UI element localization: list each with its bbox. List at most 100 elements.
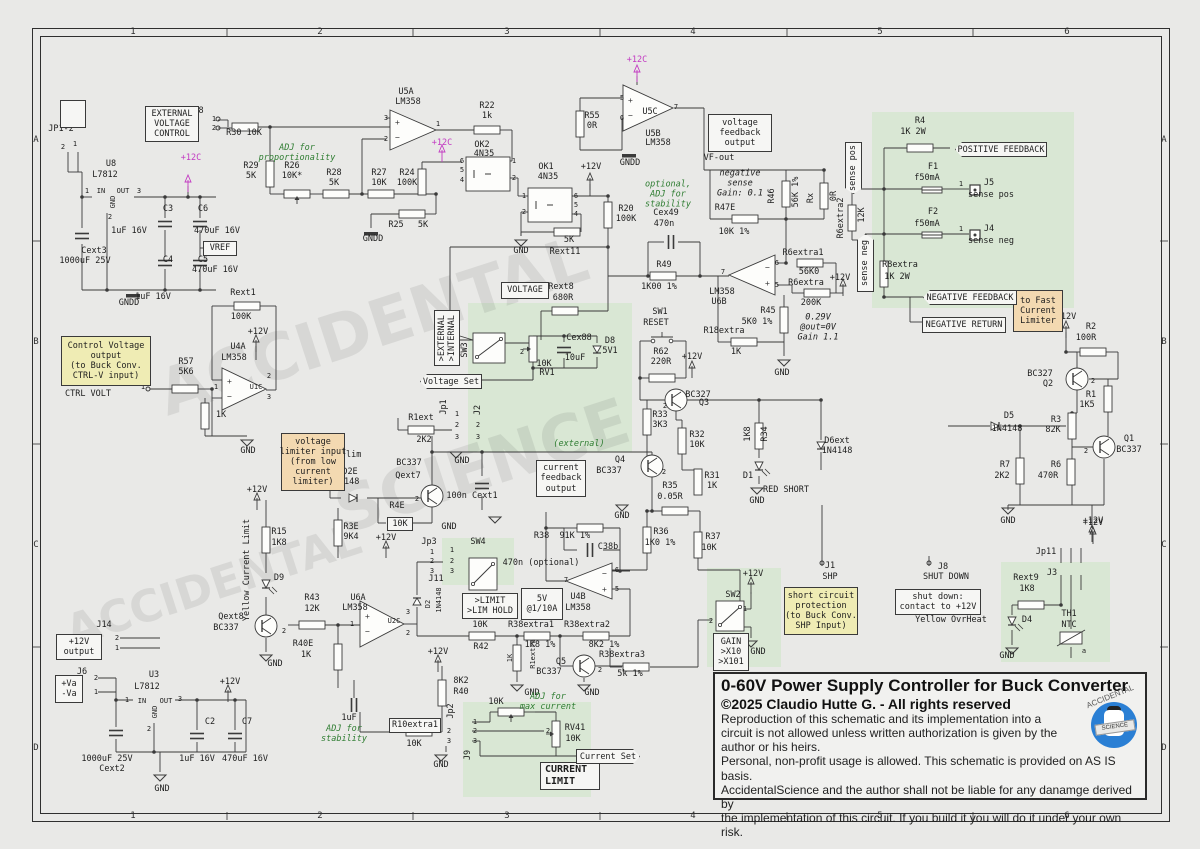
schematic-label: GND bbox=[999, 651, 1015, 662]
schematic-label: J5 bbox=[983, 178, 995, 189]
schematic-label: R25 bbox=[388, 220, 404, 231]
schematic-label: 1uF 16V bbox=[111, 226, 147, 237]
schematic-label: 1 bbox=[449, 545, 455, 554]
schematic-label: 10K bbox=[488, 697, 504, 708]
schematic-label: GND bbox=[150, 705, 159, 719]
J5-jb-symbol bbox=[969, 184, 981, 196]
schematic-label: R28 5K bbox=[326, 168, 342, 188]
R38-rh-symbol bbox=[576, 523, 604, 533]
schematic-label: 12K bbox=[304, 604, 320, 615]
accidental-science-logo: ACCIDENTAL SCIENCE bbox=[1085, 683, 1137, 748]
pw-symbol bbox=[688, 359, 696, 378]
U6A-oa-symbol: +− bbox=[359, 600, 405, 648]
schematic-label: D1 bbox=[742, 471, 754, 482]
schematic-label: RV41 bbox=[564, 723, 586, 734]
R20-rv-symbol bbox=[603, 201, 613, 229]
U4B-oal-symbol: −+ bbox=[564, 562, 613, 600]
svg-text:+: + bbox=[365, 612, 370, 621]
schematic-label: 2 bbox=[266, 371, 272, 380]
schematic-label: SW2 bbox=[725, 590, 741, 601]
flag-positive-feedback: POSITIVE FEEDBACK bbox=[955, 142, 1047, 157]
schematic-label: NTC bbox=[1061, 620, 1077, 631]
gnd-symbol bbox=[509, 684, 525, 692]
schematic-label: 1K8 bbox=[271, 538, 287, 549]
svg-text:−: − bbox=[227, 392, 232, 401]
schematic-label: 3 bbox=[446, 736, 452, 745]
schematic-label: LM358 bbox=[342, 603, 368, 614]
schematic-label: Rx bbox=[806, 192, 817, 204]
R47E-rh-symbol bbox=[731, 214, 759, 224]
svg-text:+: + bbox=[395, 118, 400, 127]
schematic-label: R6extra2 bbox=[836, 197, 847, 239]
pw-symbol bbox=[252, 333, 260, 352]
schematic-label: Rext1 bbox=[230, 288, 256, 299]
schematic-label: 5K bbox=[563, 235, 575, 246]
schematic-label: 5K0 1% bbox=[741, 317, 773, 328]
schematic-label: R4E bbox=[389, 501, 405, 512]
D1-led-symbol bbox=[754, 461, 771, 477]
pw-symbol bbox=[438, 143, 446, 162]
Q5-tr-symbol bbox=[572, 654, 596, 678]
schematic-label: Q4 bbox=[614, 455, 626, 466]
schematic-label: GNDD bbox=[362, 234, 384, 245]
schematic-label: R40E bbox=[292, 639, 314, 650]
schematic-label: Rext9 bbox=[1013, 573, 1039, 584]
svg-text:−: − bbox=[602, 569, 607, 578]
D5-dr-symbol bbox=[990, 421, 1001, 431]
Q1-tr-symbol bbox=[1092, 435, 1116, 459]
schematic-label: 200K bbox=[800, 298, 822, 309]
schematic-label: U4B bbox=[570, 592, 586, 603]
schematic-label: 4 bbox=[459, 175, 465, 184]
schematic-label: F1 bbox=[927, 162, 939, 173]
schematic-label: CTRL VOLT bbox=[64, 389, 112, 400]
schematic-label: 1 bbox=[211, 114, 217, 123]
R8extra-rv-symbol bbox=[879, 260, 889, 288]
Qext7-tr-symbol bbox=[420, 484, 444, 508]
schematic-label: 7 bbox=[720, 267, 726, 276]
schematic-label: 2 bbox=[545, 726, 551, 735]
schematic-label: Q5 bbox=[555, 657, 567, 668]
voltage-feedback-output: voltage feedback output bbox=[708, 114, 772, 152]
schematic-label: 1 bbox=[213, 382, 219, 391]
R42-rh-symbol bbox=[468, 631, 496, 641]
schematic-label: 470R bbox=[1037, 471, 1059, 482]
jp1-2-box bbox=[60, 100, 86, 128]
frame-coordinate: 6 bbox=[1064, 810, 1070, 821]
schematic-label: 100K bbox=[230, 312, 252, 323]
R3E-rv-symbol bbox=[333, 519, 343, 547]
schematic-label: 2 bbox=[1090, 376, 1096, 385]
pin-symbol bbox=[145, 386, 151, 392]
vref: VREF bbox=[203, 241, 237, 256]
C6-cap-symbol bbox=[193, 220, 207, 228]
schematic-label: D9 bbox=[273, 573, 285, 584]
schematic-label: U2C bbox=[387, 616, 401, 625]
schematic-label: C2 bbox=[204, 717, 216, 728]
schematic-label: 56K0 bbox=[798, 267, 820, 278]
schematic-label: sense pos bbox=[967, 190, 1015, 201]
svg-text:+: + bbox=[628, 96, 633, 105]
schematic-label: Rext8 bbox=[548, 282, 574, 293]
schematic-label: R22 1k bbox=[479, 101, 495, 121]
schematic-label: TH1 bbox=[1061, 609, 1077, 620]
schematic-label: 2 bbox=[708, 616, 714, 625]
schematic-label: 1 bbox=[124, 695, 130, 704]
gnd-symbol bbox=[448, 451, 464, 459]
schematic-label: GND bbox=[614, 511, 630, 522]
schematic-label: 3 bbox=[405, 607, 411, 616]
schematic-label: 1000uF 25V bbox=[81, 754, 133, 765]
schematic-label: +12C bbox=[180, 153, 202, 164]
schematic-label: 2 bbox=[446, 726, 452, 735]
R15-rv-symbol bbox=[261, 526, 271, 554]
flag-negative-feedback: NEGATIVE FEEDBACK bbox=[923, 290, 1017, 305]
U5B-oa-symbol: +− bbox=[622, 84, 675, 132]
R34-rv-symbol bbox=[754, 422, 764, 450]
schematic-label: GND bbox=[154, 784, 170, 795]
schematic-label: 2 bbox=[93, 673, 99, 682]
gnd-symbol bbox=[487, 516, 503, 524]
schematic-label: BC337 bbox=[213, 623, 239, 634]
schematic-label: 2 bbox=[449, 556, 455, 565]
schematic-label: Q1 bbox=[1123, 434, 1135, 445]
schematic-label: 1K bbox=[730, 347, 742, 358]
schematic-label: GND bbox=[584, 688, 600, 699]
schematic-label: optional, ADJ for stability bbox=[644, 179, 692, 209]
